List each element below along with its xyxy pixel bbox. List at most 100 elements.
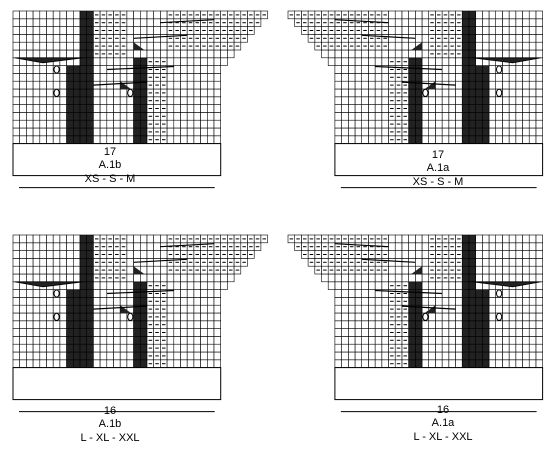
dark-square bbox=[86, 10, 94, 20]
knit-square bbox=[180, 119, 188, 129]
knit-square bbox=[535, 250, 543, 259]
knit-square bbox=[535, 242, 543, 251]
knit-square bbox=[146, 273, 154, 283]
knit-square bbox=[515, 359, 523, 368]
knit-square bbox=[381, 104, 389, 113]
knit-square bbox=[522, 258, 530, 267]
knit-square bbox=[515, 351, 523, 361]
knit-square bbox=[381, 359, 389, 368]
knit-square bbox=[207, 351, 215, 361]
knit-square bbox=[421, 250, 429, 259]
knit-square bbox=[401, 10, 409, 20]
knit-square bbox=[26, 49, 34, 59]
knit-square bbox=[46, 359, 54, 368]
knit-square bbox=[52, 250, 61, 259]
knit-square bbox=[207, 336, 215, 345]
knit-square bbox=[535, 289, 543, 298]
knit-square bbox=[99, 104, 108, 113]
knit-square bbox=[448, 73, 456, 82]
knit-square bbox=[334, 119, 342, 129]
knit-square bbox=[180, 281, 188, 290]
knit-square bbox=[32, 258, 41, 267]
knit-square bbox=[186, 57, 195, 66]
knit-square bbox=[106, 135, 114, 144]
knit-square bbox=[495, 18, 503, 27]
knit-square bbox=[341, 104, 349, 113]
knit-square bbox=[435, 119, 443, 129]
knit-square bbox=[126, 273, 134, 283]
knit-square bbox=[73, 18, 81, 27]
knit-square bbox=[334, 104, 342, 113]
knit-square bbox=[186, 328, 195, 337]
knit-square bbox=[39, 359, 47, 368]
knit-square bbox=[341, 328, 349, 337]
knit-square bbox=[488, 250, 496, 259]
knit-square bbox=[347, 312, 356, 322]
knit-square bbox=[186, 127, 195, 137]
knit-square bbox=[421, 135, 429, 144]
dark-square bbox=[461, 135, 470, 144]
dark-square bbox=[481, 351, 490, 361]
knit-square bbox=[186, 312, 195, 322]
dark-square bbox=[73, 336, 81, 345]
knit-square bbox=[173, 112, 181, 121]
knit-square bbox=[421, 320, 429, 329]
knit-square bbox=[19, 104, 27, 113]
knit-square bbox=[522, 304, 530, 314]
knit-square bbox=[26, 351, 34, 361]
knit-square bbox=[12, 96, 20, 105]
knit-square bbox=[19, 41, 27, 51]
knit-square bbox=[535, 320, 543, 329]
dark-square bbox=[79, 10, 87, 20]
knit-square bbox=[59, 258, 67, 267]
knit-square bbox=[180, 57, 188, 66]
knit-square bbox=[495, 135, 503, 144]
knit-square bbox=[186, 119, 195, 129]
knit-square bbox=[19, 65, 27, 74]
dark-square bbox=[414, 112, 423, 121]
decrease-wedge bbox=[14, 57, 84, 64]
knit-square bbox=[347, 273, 356, 283]
knit-square bbox=[361, 104, 369, 113]
knit-square bbox=[435, 359, 443, 368]
knit-square bbox=[213, 312, 221, 322]
knit-square bbox=[59, 320, 67, 329]
knit-square bbox=[52, 73, 61, 82]
knit-square bbox=[341, 297, 349, 306]
knit-square bbox=[200, 273, 208, 283]
knit-square bbox=[354, 104, 362, 113]
knit-square bbox=[113, 304, 121, 314]
knit-square bbox=[173, 88, 181, 98]
knit-square bbox=[39, 242, 47, 251]
knit-square bbox=[502, 258, 510, 267]
knit-square bbox=[200, 112, 208, 121]
dark-square bbox=[66, 336, 74, 345]
dark-square bbox=[475, 320, 483, 329]
knit-square bbox=[401, 41, 409, 51]
knit-square bbox=[495, 73, 503, 82]
knit-square bbox=[32, 34, 41, 43]
knit-square bbox=[508, 336, 517, 345]
knit-square bbox=[186, 104, 195, 113]
dark-square bbox=[481, 96, 490, 105]
knit-square bbox=[32, 26, 41, 35]
dark-square bbox=[461, 80, 470, 90]
knit-square bbox=[26, 242, 34, 251]
knit-square bbox=[59, 18, 67, 27]
knit-square bbox=[475, 242, 483, 251]
knit-square bbox=[173, 359, 181, 368]
knit-square bbox=[32, 297, 41, 306]
knit-square bbox=[488, 351, 496, 361]
knit-square bbox=[502, 343, 510, 353]
knit-square bbox=[428, 127, 436, 137]
dark-square bbox=[66, 112, 74, 121]
knit-square bbox=[368, 297, 376, 306]
knit-square bbox=[93, 351, 101, 361]
knit-square bbox=[401, 273, 409, 283]
dark-square bbox=[414, 135, 423, 144]
knit-square bbox=[508, 88, 517, 98]
knit-square bbox=[528, 96, 537, 105]
knit-square bbox=[535, 18, 543, 27]
knit-square bbox=[19, 18, 27, 27]
knit-square bbox=[99, 127, 108, 137]
